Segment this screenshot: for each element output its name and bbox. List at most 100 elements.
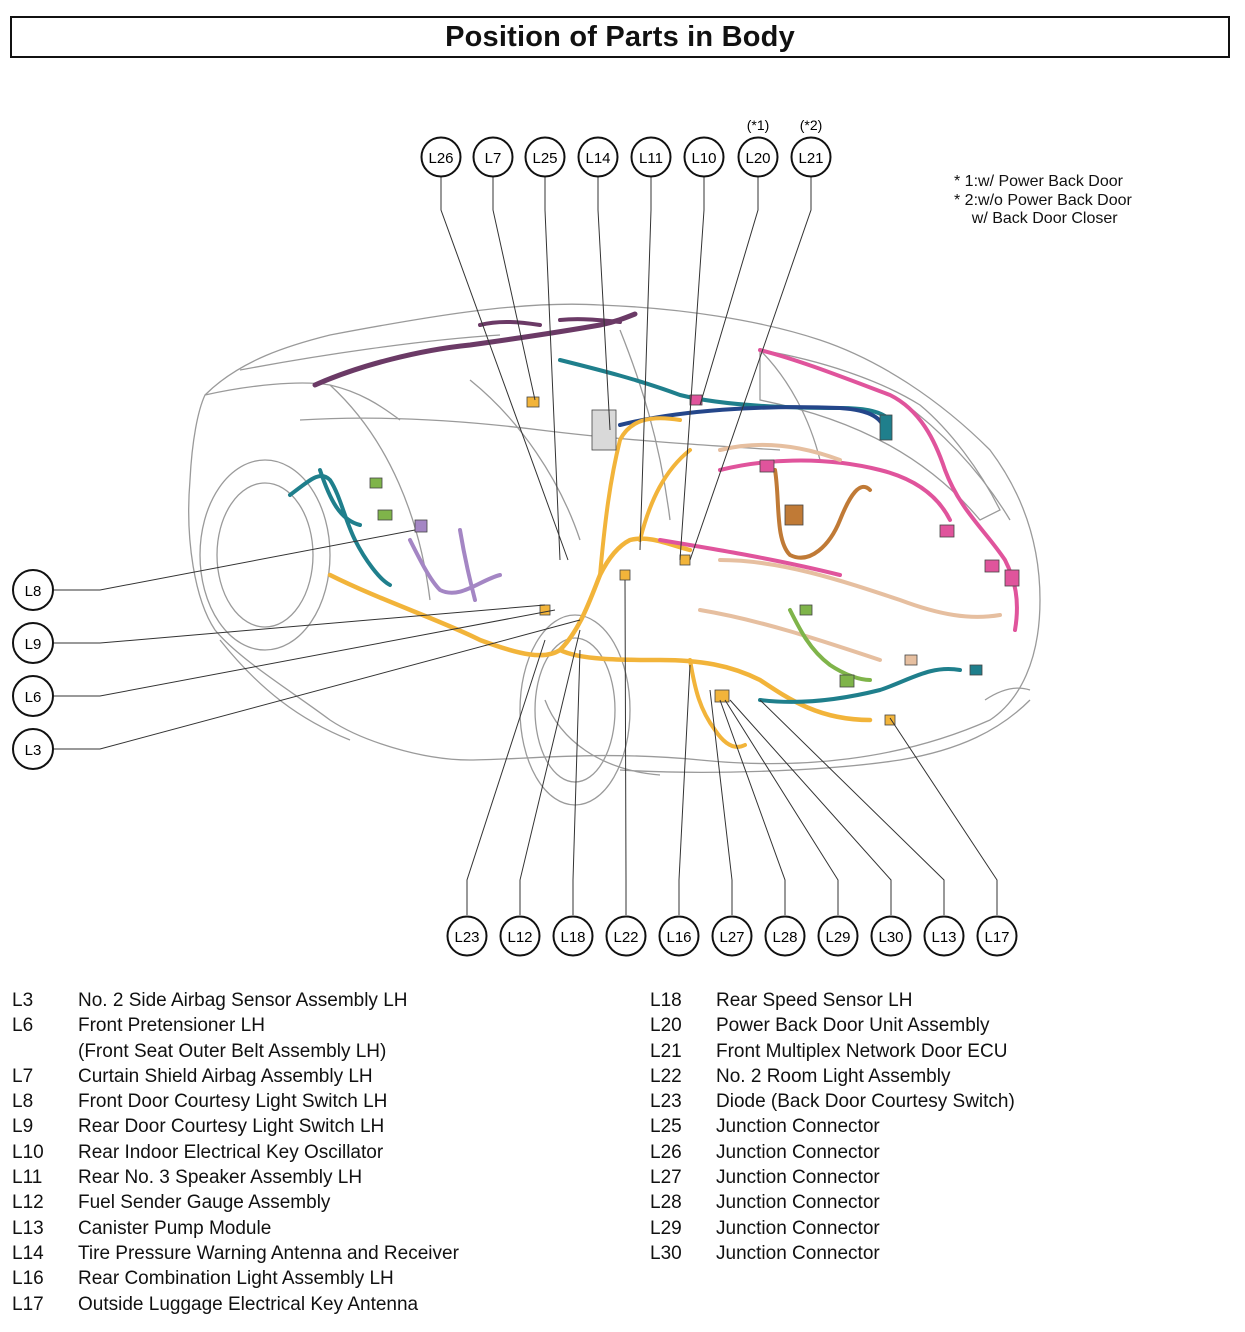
part-code: L14 — [12, 1242, 44, 1264]
part-name: Junction Connector — [716, 1242, 880, 1264]
part-code: L17 — [12, 1293, 44, 1315]
part-name: Front Multiplex Network Door ECU — [716, 1040, 1008, 1062]
connector — [969, 664, 983, 676]
part-name: No. 2 Side Airbag Sensor Assembly LH — [78, 990, 408, 1011]
part-code: L13 — [12, 1217, 44, 1239]
orange-floor-harness — [688, 658, 747, 749]
connector — [1004, 569, 1020, 587]
leader-line-L27 — [709, 689, 733, 915]
leader-line-L12 — [519, 629, 581, 915]
connector — [839, 674, 855, 688]
callout-label: L3 — [25, 742, 42, 759]
part-name: Junction Connector — [716, 1116, 880, 1138]
wiring-diagram: L26 L7 L25 L14 L11 L10 (*1)L20 (*2)L21 L… — [12, 117, 1041, 957]
title-box: Position of Parts in Body — [10, 16, 1230, 58]
leader-line-L10 — [679, 177, 705, 561]
leader-line-L6 — [54, 609, 556, 697]
callout-label: L26 — [428, 150, 453, 167]
leader-line-L16 — [678, 664, 691, 915]
part-name: Rear No. 3 Speaker Assembly LH — [78, 1167, 363, 1189]
part-code: L26 — [650, 1141, 682, 1163]
leader-line-L13 — [759, 699, 945, 915]
callout-L6: L6 — [12, 675, 54, 717]
callout-L27: L27 — [711, 915, 753, 957]
green-harness — [788, 608, 872, 682]
callout-L10: L10 — [683, 136, 725, 178]
leader-line-L29 — [724, 699, 839, 915]
navy-roof-harness — [618, 405, 887, 437]
callout-L13: L13 — [923, 915, 965, 957]
part-code: L6 — [12, 1015, 34, 1037]
part-name: Diode (Back Door Courtesy Switch) — [716, 1091, 1015, 1113]
pink-harness — [658, 348, 1019, 632]
connector — [414, 519, 428, 533]
connector — [377, 509, 393, 521]
connector — [679, 554, 691, 566]
callout-note: (*2) — [800, 117, 823, 133]
part-code: L7 — [12, 1065, 34, 1087]
callout-label: L29 — [825, 929, 850, 946]
callout-L26: L26 — [420, 136, 462, 178]
callout-label: L16 — [666, 929, 691, 946]
orange-main-harness — [327, 536, 873, 723]
callout-L18: L18 — [552, 915, 594, 957]
part-name: Canister Pump Module — [78, 1217, 272, 1239]
callout-label: L28 — [772, 929, 797, 946]
callout-label: L12 — [507, 929, 532, 946]
callout-label: L25 — [532, 150, 557, 167]
part-code: L28 — [650, 1192, 682, 1214]
part-name: (Front Seat Outer Belt Assembly LH) — [78, 1040, 387, 1062]
brown-harness — [773, 468, 872, 560]
callout-L21: (*2) L21 — [790, 117, 832, 178]
connector — [984, 559, 1000, 573]
callout-L17: L17 — [976, 915, 1018, 957]
leader-line-L8 — [54, 529, 416, 591]
part-code: L25 — [650, 1116, 682, 1138]
note-line: w/ Back Door Closer — [954, 210, 1118, 227]
leader-line-L22 — [624, 579, 627, 915]
connector — [799, 604, 813, 616]
connector — [904, 654, 918, 666]
callout-L22: L22 — [605, 915, 647, 957]
leader-line-L3 — [54, 619, 581, 750]
part-code: L20 — [650, 1015, 682, 1037]
part-code: L11 — [12, 1167, 43, 1189]
callout-L7: L7 — [472, 136, 514, 178]
callout-label: L7 — [485, 150, 502, 167]
part-name: Front Door Courtesy Light Switch LH — [78, 1091, 388, 1113]
callout-label: L22 — [613, 929, 638, 946]
callout-L3: L3 — [12, 728, 54, 770]
leader-line-L9 — [54, 604, 546, 644]
callout-L14: L14 — [577, 136, 619, 178]
callout-L8: L8 — [12, 569, 54, 611]
note-line: * 2:w/o Power Back Door — [954, 191, 1132, 209]
callout-label: L23 — [454, 929, 479, 946]
part-name: Rear Door Courtesy Light Switch LH — [78, 1116, 385, 1138]
connector — [369, 477, 383, 489]
callout-L16: L16 — [658, 915, 700, 957]
orange-center-harness — [598, 416, 692, 577]
part-name: Rear Combination Light Assembly LH — [78, 1268, 394, 1290]
connector — [539, 604, 551, 616]
part-code: L10 — [12, 1141, 44, 1163]
leader-line-L7 — [492, 177, 536, 401]
part-name: Junction Connector — [716, 1192, 880, 1214]
part-name: Front Pretensioner LH — [78, 1015, 265, 1037]
callout-L23: L23 — [446, 915, 488, 957]
tan-harness — [698, 442, 1002, 662]
callout-label: L30 — [878, 929, 903, 946]
part-code: L27 — [650, 1167, 682, 1189]
part-name: Tire Pressure Warning Antenna and Receiv… — [78, 1242, 459, 1264]
callout-label: L9 — [25, 636, 42, 653]
leader-line-L11 — [639, 177, 652, 551]
leader-line-L20 — [699, 177, 759, 406]
connector — [714, 689, 730, 703]
part-code: L21 — [650, 1040, 682, 1062]
callout-label: L21 — [798, 150, 823, 167]
connector — [884, 714, 896, 726]
part-name: Outside Luggage Electrical Key Antenna — [78, 1293, 419, 1315]
lavender-harness — [408, 528, 502, 602]
callout-label: L6 — [25, 689, 42, 706]
teal-front-harness — [288, 468, 392, 587]
connector — [591, 409, 617, 451]
